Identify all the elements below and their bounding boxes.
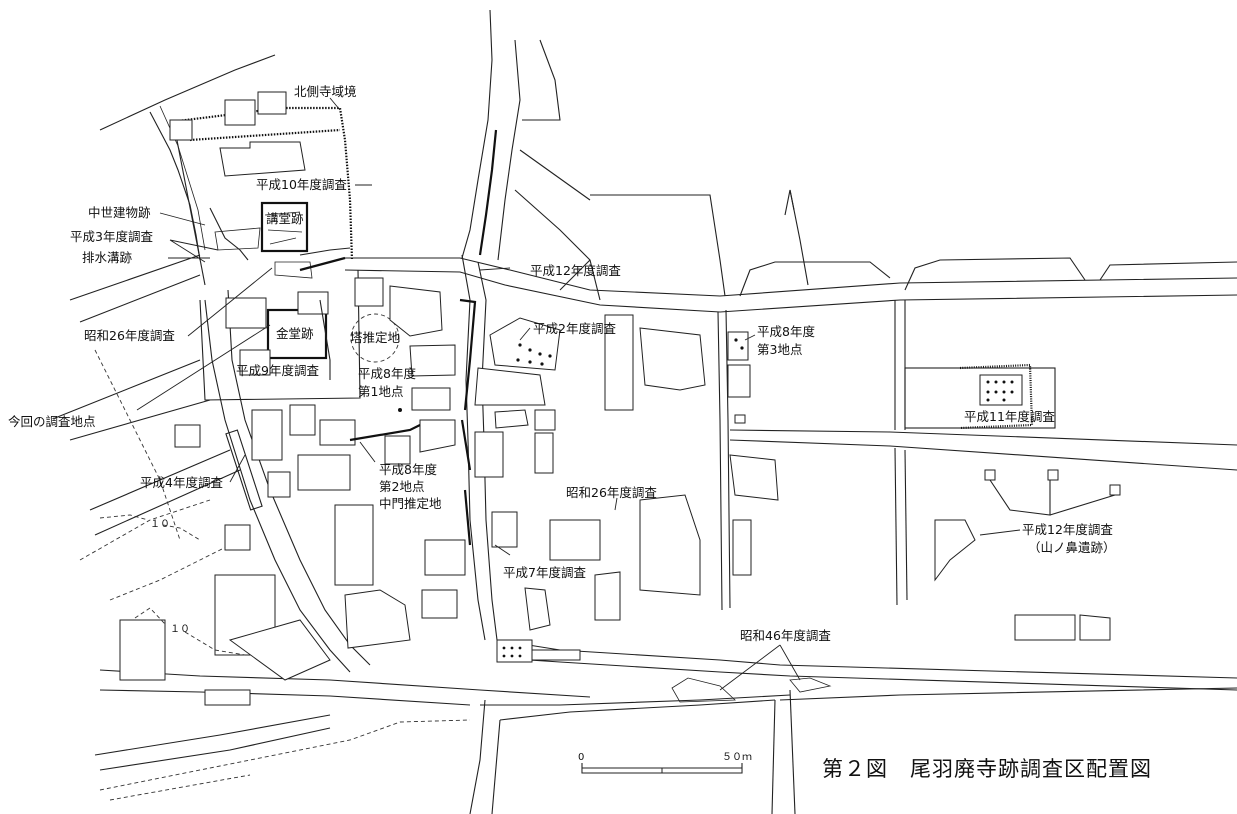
scale-start-label: 0 — [578, 752, 584, 763]
scale-end-label: ５０ｍ — [722, 752, 752, 763]
scale-bar: 0 ５０ｍ — [578, 752, 752, 774]
label-s46: 昭和46年度調査 — [740, 628, 831, 643]
label-medieval-building: 中世建物跡 — [88, 205, 151, 220]
contour-label: １０ — [170, 624, 190, 635]
label-h11: 平成11年度調査 — [964, 409, 1055, 424]
contour-label: １０ — [150, 519, 170, 530]
temple-precinct — [119, 91, 1121, 706]
label-h7: 平成7年度調査 — [503, 565, 586, 580]
label-h8-1a: 平成8年度 — [358, 366, 416, 381]
label-s26b: 昭和26年度調査 — [566, 485, 657, 500]
label-h8-1b: 第1地点 — [358, 384, 403, 399]
label-h8-2b: 第2地点 — [379, 479, 424, 494]
roads — [54, 9, 1237, 814]
label-h12b-site: （山ノ鼻遺跡） — [1028, 540, 1116, 555]
h11-boundary — [959, 363, 1034, 430]
label-h4: 平成4年度調査 — [140, 475, 223, 490]
label-h8-3b: 第3地点 — [757, 342, 802, 357]
label-h10: 平成10年度調査 — [256, 177, 347, 192]
label-h3: 平成3年度調査 — [70, 229, 153, 244]
label-drain: 排水溝跡 — [82, 250, 133, 265]
label-north-boundary: 北側寺域境 — [294, 84, 357, 99]
label-h9: 平成9年度調査 — [236, 363, 319, 378]
road-edge — [99, 54, 276, 131]
figure-title: 第２図 尾羽廃寺跡調査区配置図 — [822, 757, 1152, 781]
map-labels: 北側寺域境 平成10年度調査 中世建物跡 講堂跡 平成3年度調査 排水溝跡 平成… — [8, 84, 1116, 643]
label-kondo: 金堂跡 — [276, 326, 314, 341]
tower-site — [350, 313, 400, 363]
leader-lines — [136, 97, 1021, 691]
kodo-survey-box — [260, 201, 309, 253]
north-arrow-head — [784, 189, 795, 216]
label-h8-2a: 平成8年度 — [379, 462, 437, 477]
label-h12a: 平成12年度調査 — [530, 263, 621, 278]
label-h8-2c: 中門推定地 — [379, 496, 442, 511]
label-h12b: 平成12年度調査 — [1022, 522, 1113, 537]
label-h8-3a: 平成8年度 — [757, 324, 815, 339]
label-h2: 平成2年度調査 — [533, 321, 616, 336]
label-s26a: 昭和26年度調査 — [84, 328, 175, 343]
pit-dots — [398, 338, 1014, 658]
label-tower: 塔推定地 — [350, 330, 401, 345]
label-kodo: 講堂跡 — [266, 211, 304, 226]
label-current-site: 今回の調査地点 — [8, 414, 96, 429]
